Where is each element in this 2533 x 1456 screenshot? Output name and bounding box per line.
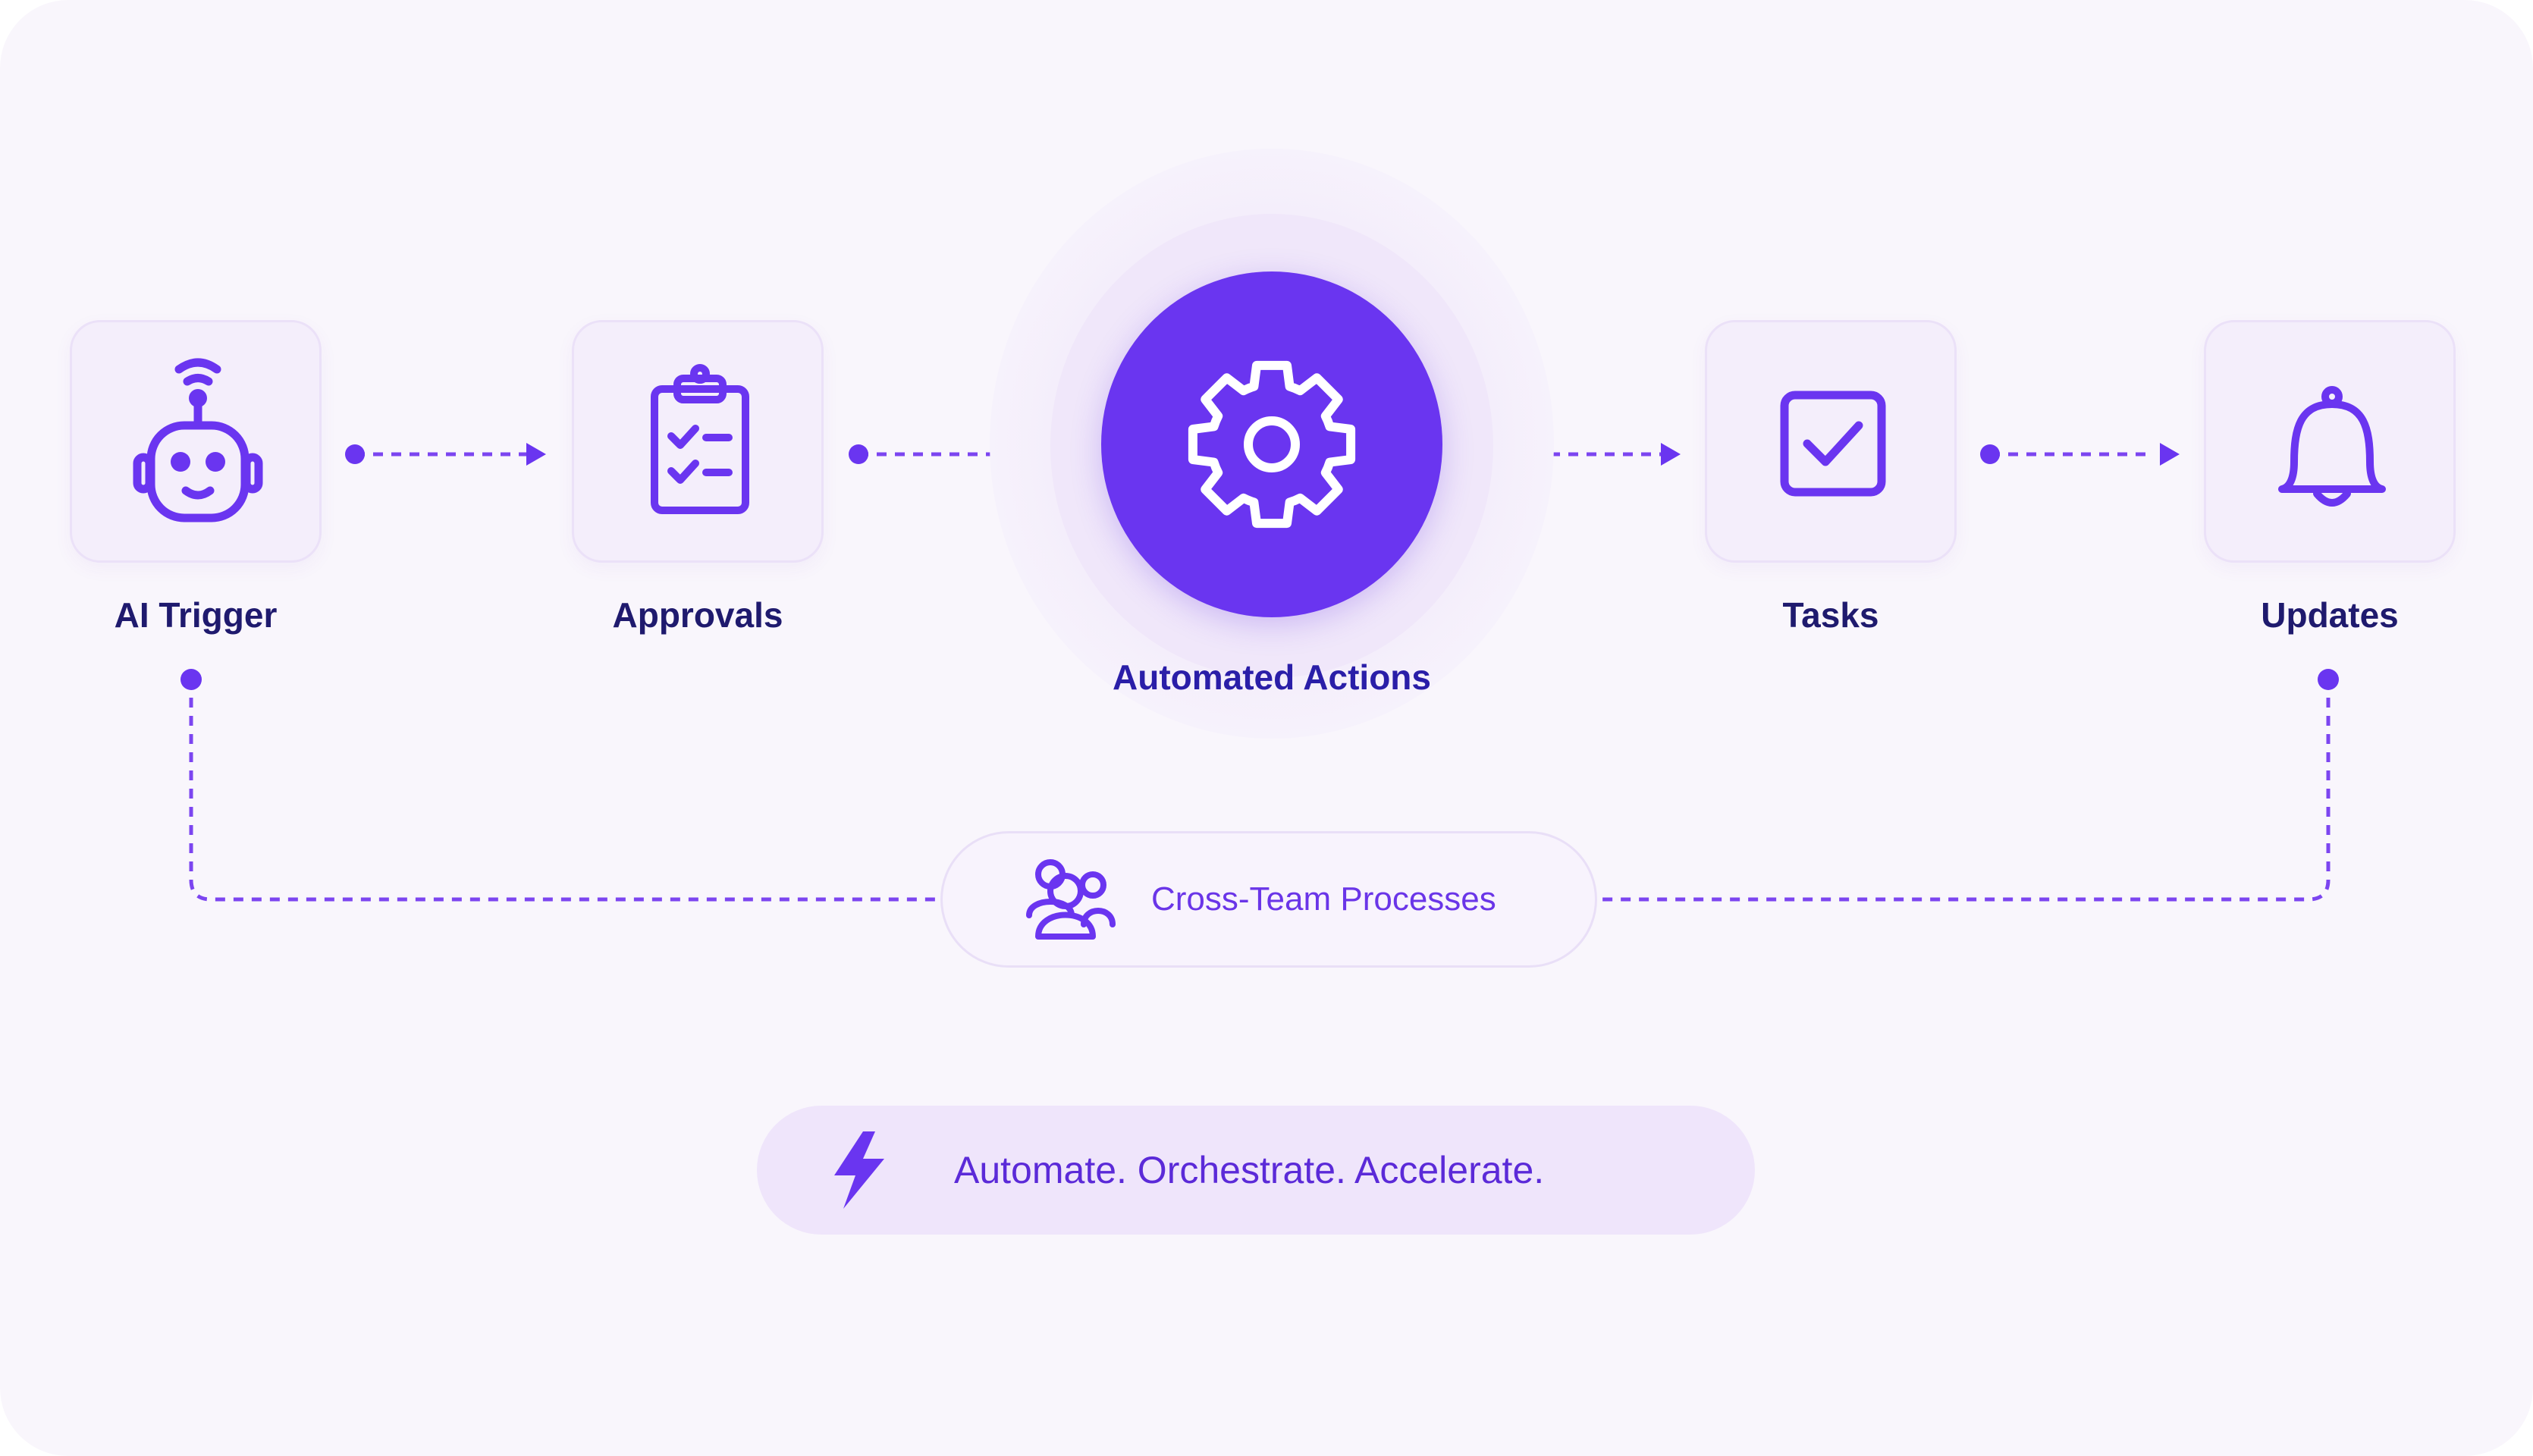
label-automated-actions: Automated Actions <box>1113 657 1431 697</box>
cross-team-processes[interactable]: Cross-Team Processes <box>940 831 1597 968</box>
lightning-icon <box>834 1131 884 1209</box>
checkbox-icon <box>1780 391 1886 497</box>
team-icon <box>1026 859 1116 940</box>
gear-outline <box>1188 360 1356 529</box>
connector-updates-crossteam <box>1597 679 2331 902</box>
tagline-text: Automate. Orchestrate. Accelerate. <box>954 1149 1545 1191</box>
gear-icon <box>1188 360 1356 529</box>
tagline-banner: Automate. Orchestrate. Accelerate. <box>757 1106 1755 1235</box>
robot-icon <box>133 358 263 522</box>
label-tasks: Tasks <box>1782 595 1879 635</box>
cross-team-label: Cross-Team Processes <box>1151 880 1496 918</box>
node-approvals[interactable] <box>572 320 824 563</box>
node-updates[interactable] <box>2204 320 2456 563</box>
label-ai-trigger: AI Trigger <box>114 595 278 635</box>
label-updates: Updates <box>2261 595 2399 635</box>
node-tasks[interactable] <box>1705 320 1957 563</box>
node-automated-actions[interactable] <box>1101 271 1442 617</box>
clipboard-checklist-icon <box>651 364 749 514</box>
label-approvals: Approvals <box>612 595 783 635</box>
node-ai-trigger[interactable] <box>70 320 322 563</box>
connector-trigger-crossteam <box>189 679 940 902</box>
bell-icon <box>2278 386 2386 507</box>
